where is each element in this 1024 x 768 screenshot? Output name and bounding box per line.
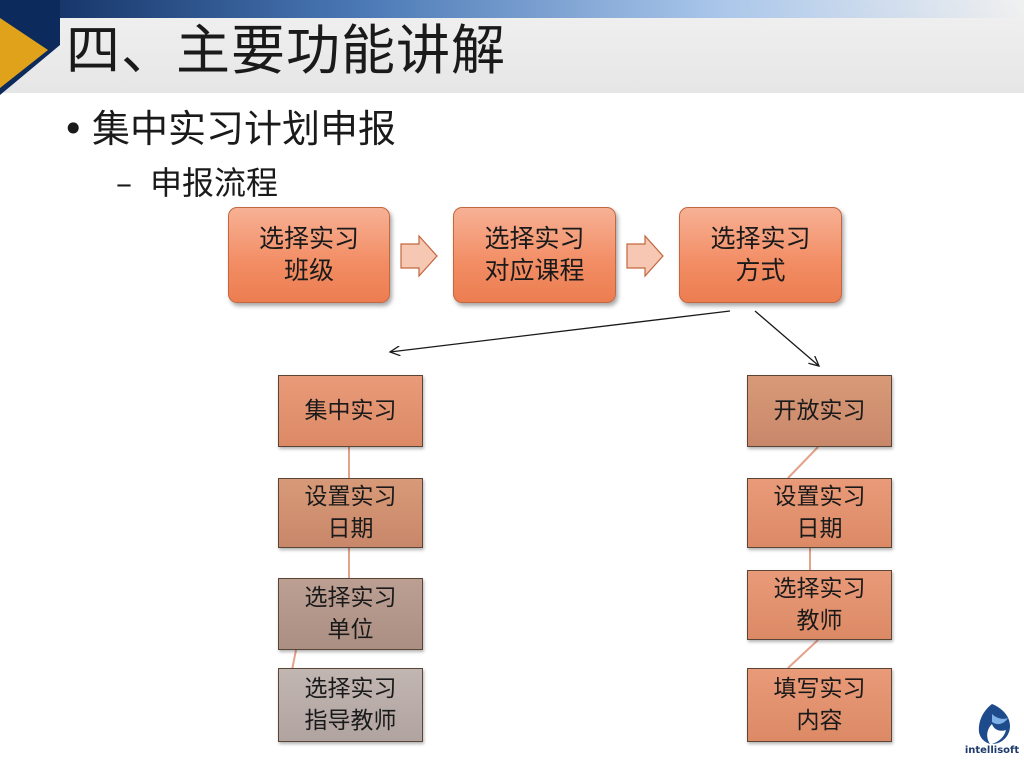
centralized-step-set-date: 设置实习 日期 [278, 478, 423, 548]
centralized-step-select-advisor: 选择实习 指导教师 [278, 668, 423, 742]
header-corner-decoration [0, 0, 60, 95]
sub-bullet-text: 申报流程 [150, 164, 279, 202]
intellisoft-logo-icon [978, 704, 1010, 744]
flow-step-select-method: 选择实习 方式 [679, 207, 842, 303]
branch-header-label: 开放实习 [773, 398, 866, 424]
bullet-text: 集中实习计划申报 [92, 107, 397, 151]
bullet-marker: • [62, 107, 85, 151]
branch-step-label: 选择实习 指导教师 [304, 676, 397, 734]
branch-header-label: 集中实习 [304, 398, 397, 424]
flow-step-select-class: 选择实习 班级 [228, 207, 390, 303]
open-step-set-date: 设置实习 日期 [747, 478, 892, 548]
flow-step-label: 选择实习 方式 [710, 224, 811, 285]
sub-bullet-marker: – [116, 164, 132, 202]
slide-title: 四、主要功能讲解 [66, 19, 506, 82]
flow-arrow-1 [400, 234, 438, 278]
centralized-step-select-unit: 选择实习 单位 [278, 578, 423, 650]
flow-step-select-course: 选择实习 对应课程 [453, 207, 616, 303]
header-blue-stripe [0, 0, 1024, 18]
branch-step-label: 填写实习 内容 [773, 676, 866, 734]
logo-text: intellisoft [964, 745, 1020, 756]
sub-bullet-item: –申报流程 [116, 158, 278, 204]
branch-step-label: 设置实习 日期 [773, 484, 866, 542]
branch-step-label: 选择实习 教师 [773, 576, 866, 634]
flow-step-label: 选择实习 班级 [258, 224, 359, 285]
branch-header-open: 开放实习 [747, 375, 892, 447]
flow-step-label: 选择实习 对应课程 [484, 224, 585, 285]
branch-arrow-right [754, 310, 819, 366]
branch-step-label: 设置实习 日期 [304, 484, 397, 542]
branch-header-centralized: 集中实习 [278, 375, 423, 447]
flow-arrow-2 [626, 234, 664, 278]
branch-step-label: 选择实习 单位 [304, 585, 397, 643]
open-step-fill-content: 填写实习 内容 [747, 668, 892, 742]
bullet-item: •集中实习计划申报 [62, 98, 396, 153]
open-step-select-teacher: 选择实习 教师 [747, 570, 892, 640]
branch-arrow-left [390, 310, 731, 352]
